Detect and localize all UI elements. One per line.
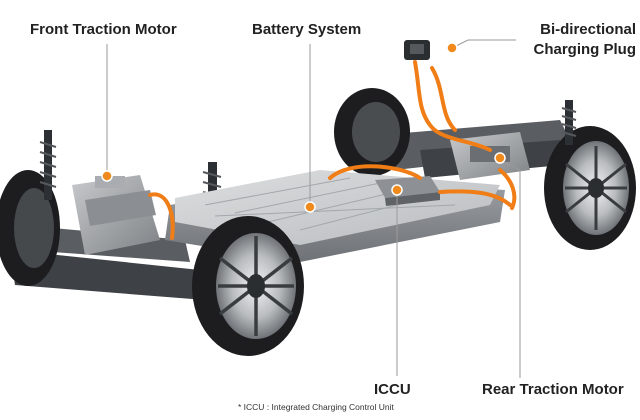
charging-plug xyxy=(404,40,430,60)
charging-plug-marker xyxy=(446,42,458,54)
iccu-footnote: * ICCU : Integrated Charging Control Uni… xyxy=(238,402,394,412)
front-motor-block xyxy=(72,175,160,255)
charging-plug-label: Charging Plug xyxy=(533,41,637,58)
front-right-wheel xyxy=(192,216,304,356)
rear-motor-marker xyxy=(494,152,506,164)
iccu-marker xyxy=(391,184,403,196)
rear-traction-motor-label: Rear Traction Motor xyxy=(482,381,624,398)
rear-right-wheel xyxy=(544,126,636,250)
battery-system-label: Battery System xyxy=(252,21,362,38)
front-left-shock xyxy=(39,130,57,200)
hv-cables xyxy=(148,60,517,240)
rear-shock xyxy=(561,100,577,145)
iccu-unit xyxy=(375,176,440,206)
rear-left-wheel xyxy=(334,88,410,176)
bi-directional-label: Bi-directional xyxy=(540,21,636,38)
callout-markers xyxy=(101,42,506,213)
front-traction-motor-label: Front Traction Motor xyxy=(30,21,177,38)
battery-marker xyxy=(304,201,316,213)
iccu-label: ICCU xyxy=(374,381,411,398)
leader-lines xyxy=(106,39,521,378)
front-motor-marker xyxy=(101,170,113,182)
